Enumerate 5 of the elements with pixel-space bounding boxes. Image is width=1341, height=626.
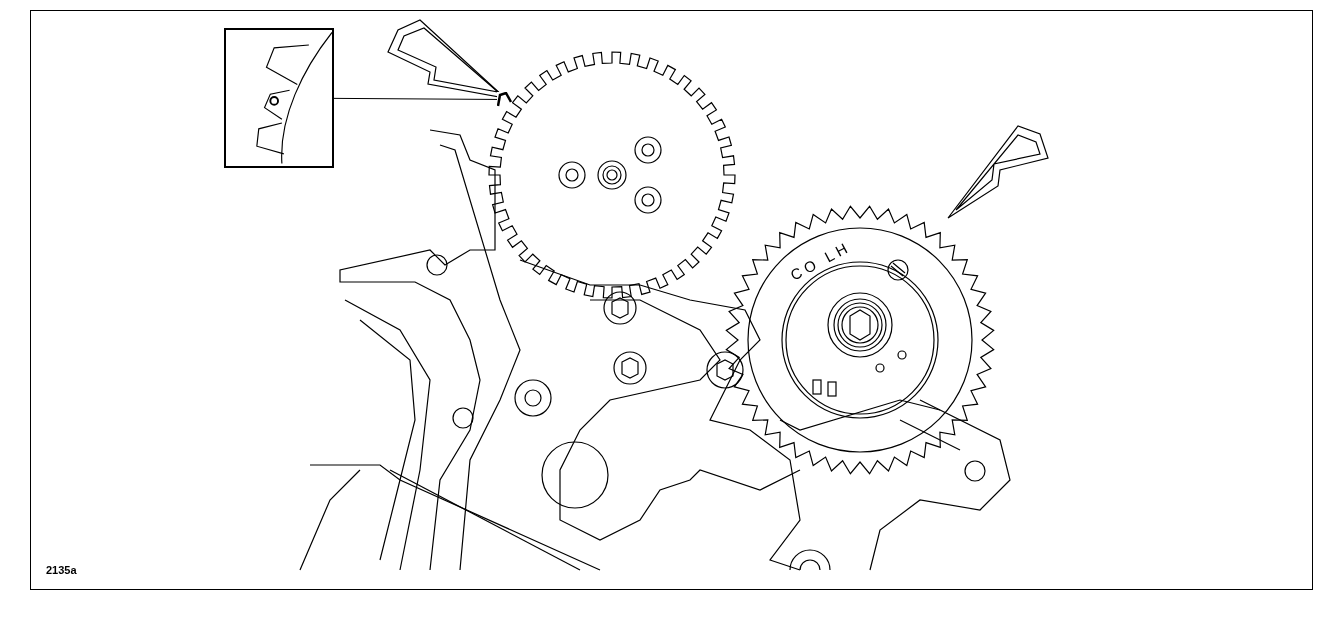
leader-line — [333, 97, 498, 100]
figure-number: 2135a — [46, 563, 77, 578]
gear-marking: CO LH — [786, 236, 855, 286]
timing-mark-tooth — [497, 92, 512, 107]
detail-inset — [224, 28, 334, 168]
